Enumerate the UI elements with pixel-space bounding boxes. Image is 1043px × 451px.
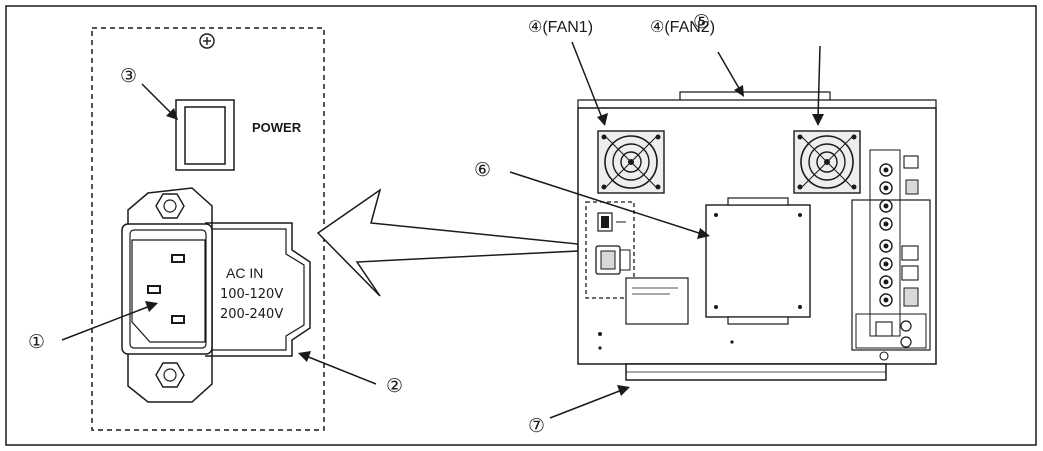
- device-ac-inlet-icon: [595, 245, 631, 275]
- label-power: POWER: [252, 120, 302, 135]
- callout-arrow-6: [509, 171, 710, 239]
- ground-screw-icon: [199, 33, 215, 49]
- marker-1: ①: [28, 332, 45, 353]
- marker-fan2: ④(FAN2): [650, 19, 715, 36]
- label-range-low: 100-120V: [220, 287, 283, 302]
- device-power-area-box: [585, 201, 635, 299]
- power-switch-icon: [175, 99, 235, 171]
- callout-arrow-7: [549, 385, 630, 419]
- marker-3: ③: [120, 66, 137, 87]
- label-range-high: 200-240V: [220, 307, 283, 322]
- marker-5: ⑤: [693, 12, 710, 33]
- callout-arrow-fan1: [571, 41, 608, 126]
- connector-panel: [851, 149, 931, 361]
- device-power-switch-icon: [597, 212, 626, 232]
- marker-2: ②: [386, 376, 403, 397]
- label-ac-in: AC IN: [226, 265, 263, 281]
- center-plate: [705, 197, 811, 325]
- callout-arrow-2: [298, 351, 377, 385]
- marker-fan1: ④(FAN1): [528, 19, 593, 36]
- outer-frame: [5, 5, 1037, 446]
- callout-arrow-fan2: [812, 45, 824, 126]
- callout-arrow-5: [717, 51, 744, 97]
- label-plate: [625, 277, 689, 325]
- fan1-icon: [597, 130, 665, 194]
- marker-7: ⑦: [528, 416, 545, 437]
- callout-arrow-3: [141, 83, 178, 120]
- callout-arrow-1: [61, 301, 158, 341]
- ac-inlet-icon: [121, 187, 311, 403]
- fan2-icon: [793, 130, 861, 194]
- marker-6: ⑥: [474, 160, 491, 181]
- enlargement-arrow: [316, 188, 579, 297]
